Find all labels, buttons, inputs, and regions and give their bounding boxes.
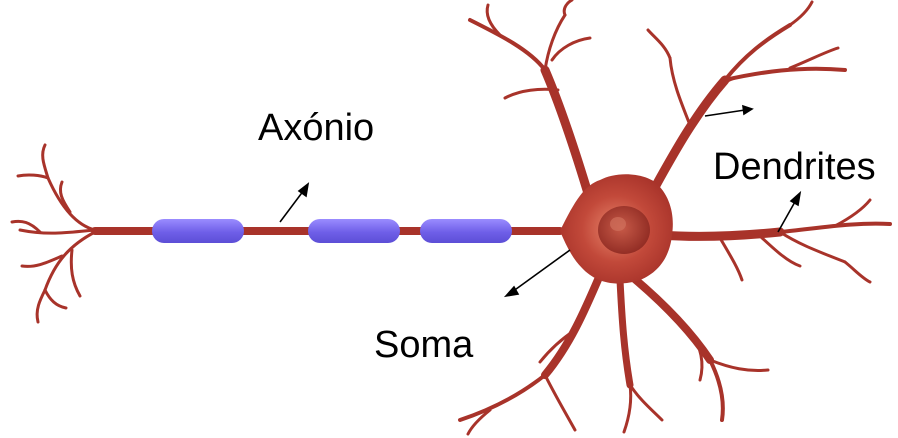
dendrite-arrow-right <box>778 200 796 232</box>
myelin-sheath <box>152 219 512 243</box>
dendrite-arrow-upper <box>705 110 745 116</box>
myelin-segment <box>420 219 512 243</box>
dendrites <box>460 0 890 434</box>
dendrites-label: Dendrites <box>713 146 876 188</box>
nucleus <box>598 206 650 254</box>
axon-terminal <box>12 145 95 322</box>
soma-arrow <box>512 250 570 292</box>
soma <box>560 174 673 283</box>
myelin-segment <box>152 219 244 243</box>
soma-label: Soma <box>374 324 474 366</box>
axon-arrow <box>280 190 304 222</box>
myelin-segment <box>308 219 400 243</box>
axon-label: Axónio <box>258 107 374 149</box>
nucleolus <box>610 217 626 231</box>
